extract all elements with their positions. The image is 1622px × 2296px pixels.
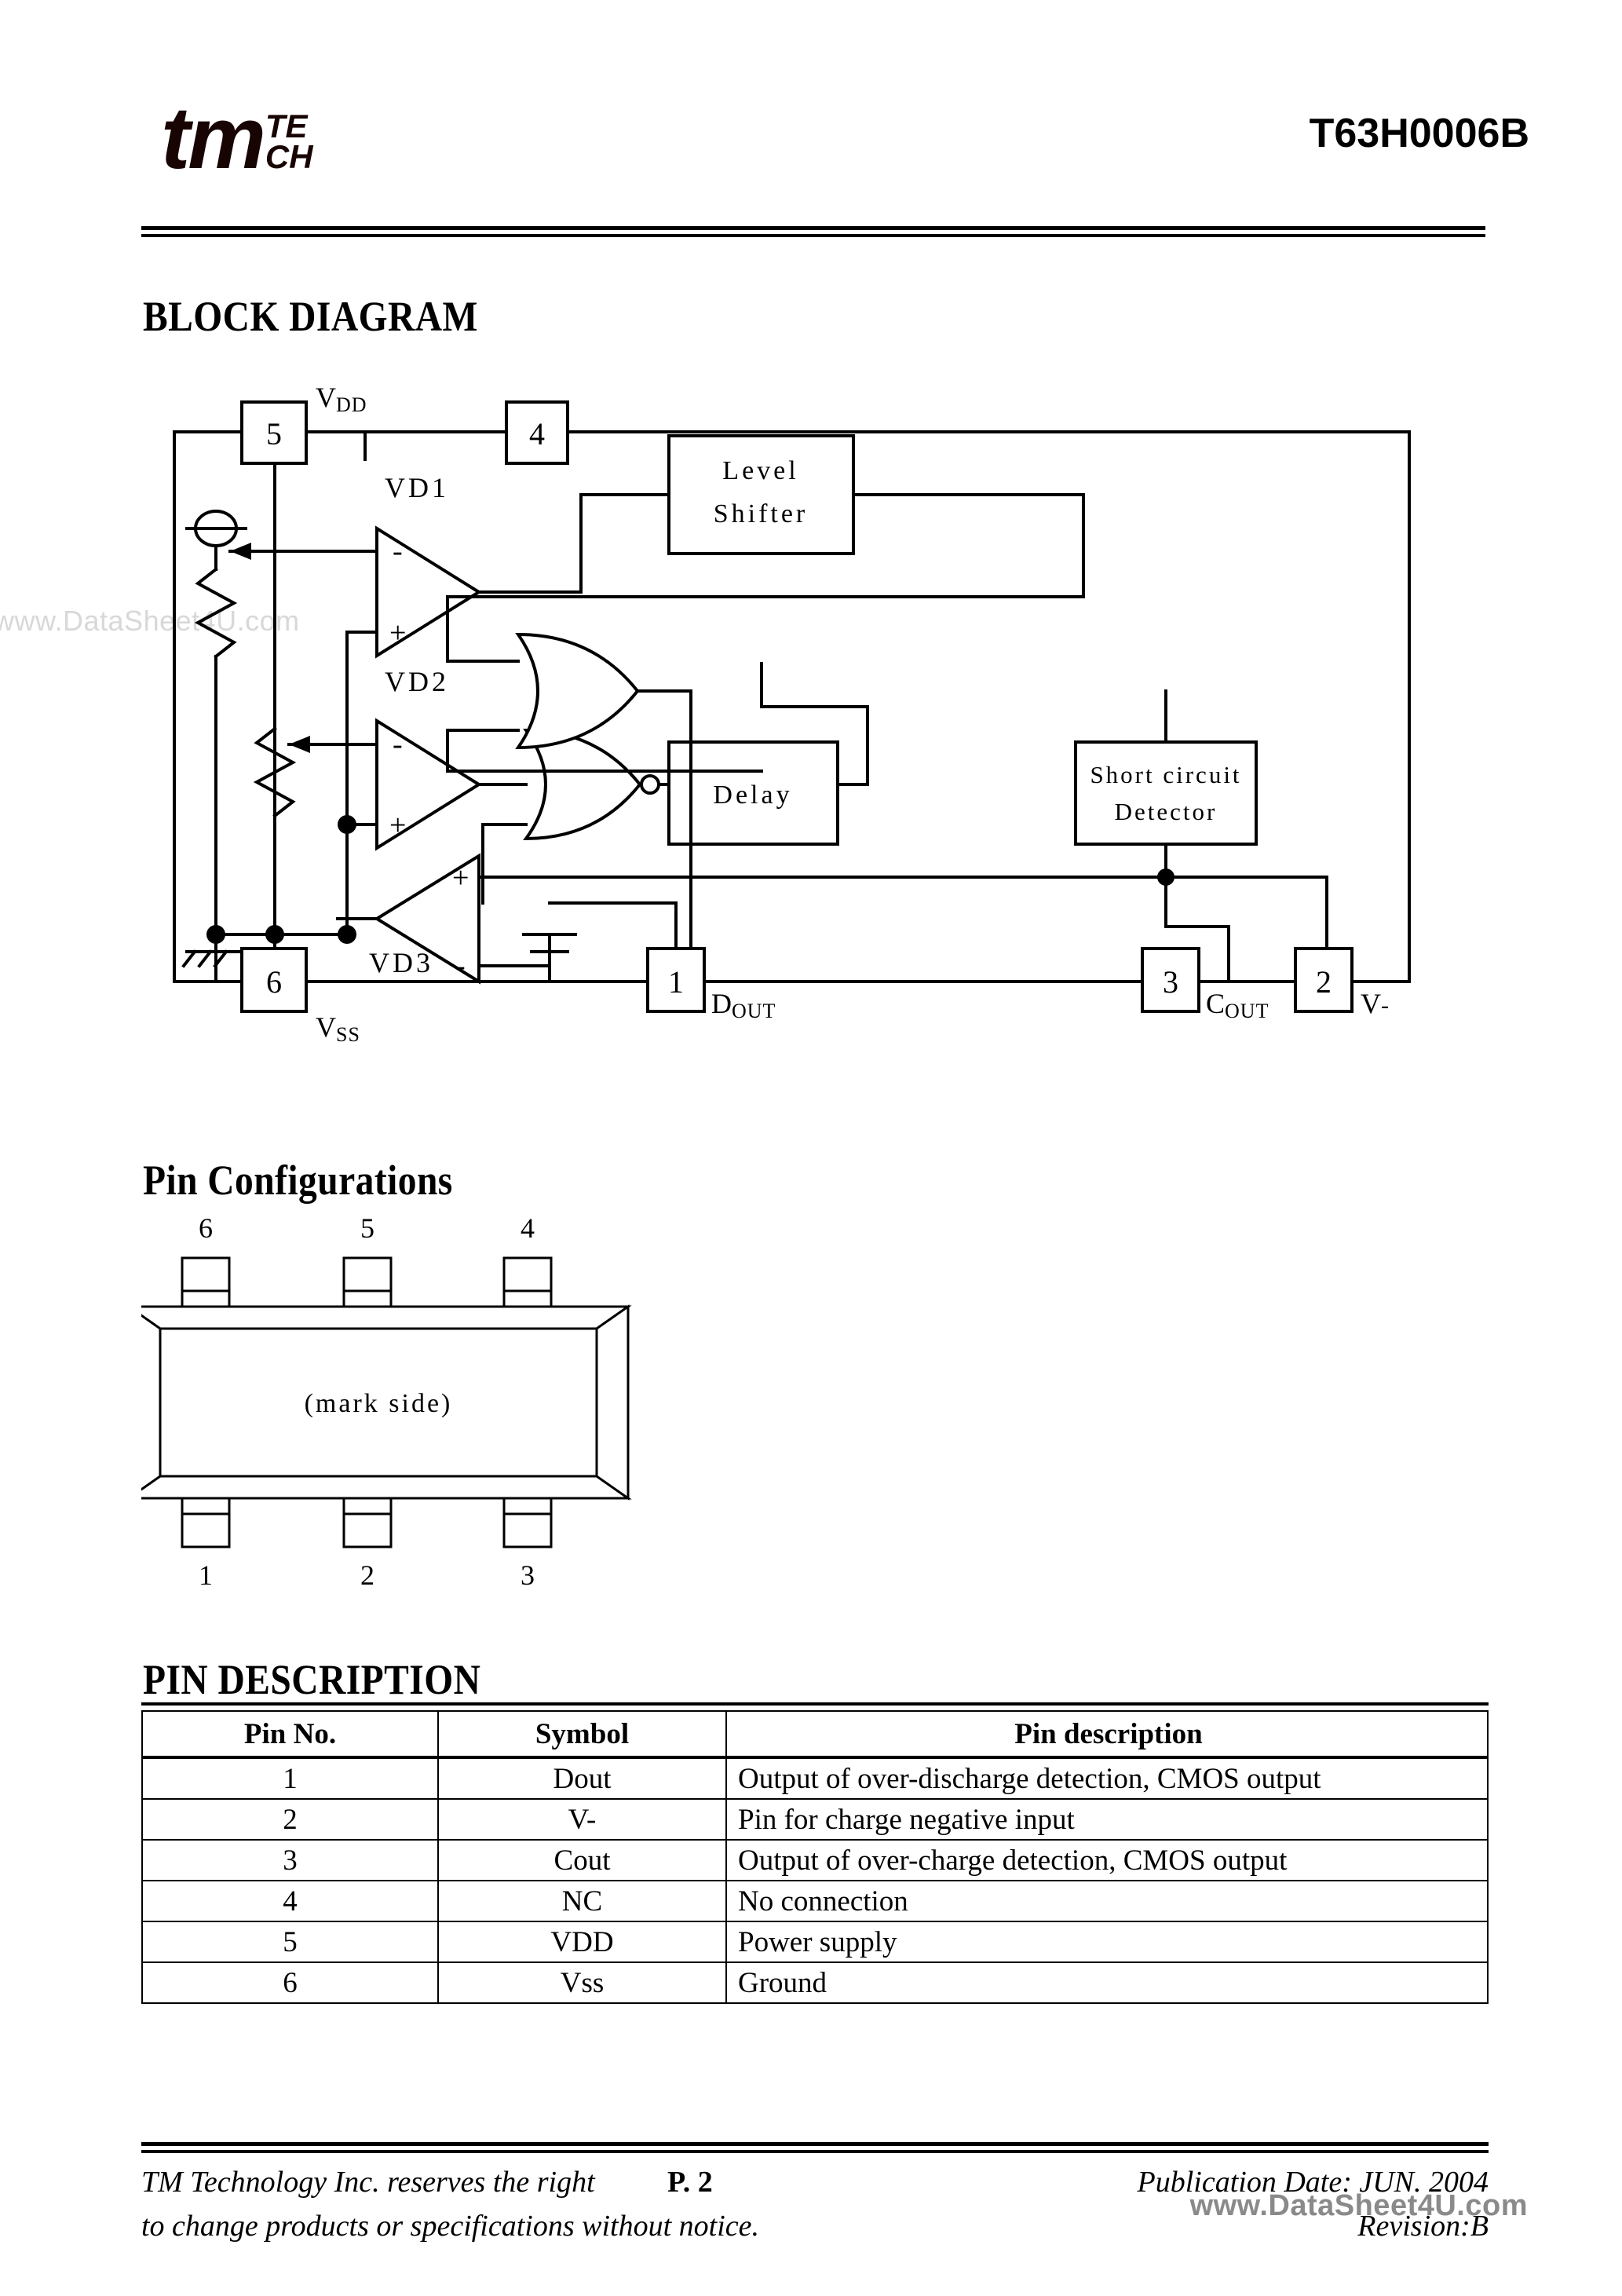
pin-description-table: Pin No. Symbol Pin description 1 Dout Ou… (141, 1710, 1489, 2004)
block-diagram-heading: BLOCK DIAGRAM (143, 293, 478, 340)
bd-pin-6-number: 6 (266, 964, 282, 1000)
bd-label-cout: COUT (1206, 988, 1269, 1022)
cell-pin-no: 2 (141, 1798, 439, 1841)
col-header-pin-description: Pin description (725, 1710, 1489, 1759)
logo-te: TE (265, 108, 308, 144)
bd-label-vd1: VD1 (385, 472, 449, 503)
cell-symbol: NC (437, 1880, 727, 1922)
cell-symbol: Cout (437, 1839, 727, 1881)
cell-symbol: VDD (437, 1921, 727, 1963)
bd-label-vminus: V- (1361, 988, 1389, 1019)
bd-pin-5-number: 5 (266, 416, 282, 452)
cell-symbol: Dout (437, 1757, 727, 1800)
cell-description: Output of over-charge detection, CMOS ou… (725, 1839, 1489, 1881)
footer-revision: Revision:B (1357, 2210, 1489, 2243)
cell-description: Power supply (725, 1921, 1489, 1963)
bd-vd3-minus-sign: - (455, 949, 466, 982)
block-diagram: 5 4 6 1 3 2 VDD VSS DOUT COUT V- VD1 VD2… (141, 385, 1492, 1076)
bd-vd1-minus-sign: - (393, 535, 403, 568)
pkg-bottom-pin-1: 1 (199, 1559, 213, 1591)
col-header-pin-no: Pin No. (141, 1710, 439, 1759)
cell-symbol: Vss (437, 1961, 727, 2004)
bd-vd2-plus-sign: + (389, 809, 406, 842)
bd-pin-2-number: 2 (1316, 964, 1332, 1000)
bd-pin-1-number: 1 (668, 964, 684, 1000)
cell-pin-no: 3 (141, 1839, 439, 1881)
pin-configurations-heading: Pin Configurations (143, 1157, 453, 1204)
bd-pin-3-number: 3 (1163, 964, 1178, 1000)
part-number: T63H0006B (1309, 111, 1529, 156)
table-row: 4 NC No connection (141, 1880, 1489, 1922)
pkg-bottom-pin-2: 2 (360, 1559, 374, 1591)
pkg-mark-side-label: (mark side) (305, 1389, 453, 1418)
cell-description: Output of over-discharge detection, CMOS… (725, 1757, 1489, 1800)
pin-description-heading: PIN DESCRIPTION (143, 1656, 481, 1703)
bd-pin-4-number: 4 (529, 416, 545, 452)
cell-pin-no: 5 (141, 1921, 439, 1963)
bd-label-dout: DOUT (711, 988, 776, 1022)
bd-block-short-circuit-line2: Detector (1115, 798, 1218, 825)
watermark-bottom: www.DataSheet4U.com (1189, 2189, 1528, 2222)
col-header-symbol: Symbol (437, 1710, 727, 1759)
pkg-top-pin-6: 6 (199, 1212, 213, 1244)
bd-vd2-minus-sign: - (393, 728, 403, 761)
header-divider (141, 226, 1485, 237)
footer-divider (141, 2142, 1489, 2153)
table-row: 5 VDD Power supply (141, 1921, 1489, 1963)
bd-label-vd3: VD3 (369, 947, 433, 978)
logo-ch: CH (265, 137, 313, 175)
pkg-top-pin-5: 5 (360, 1212, 374, 1244)
bd-block-delay: Delay (713, 781, 792, 810)
bd-label-vss: VSS (316, 1011, 360, 1046)
table-row: 6 Vss Ground (141, 1961, 1489, 2004)
watermark-left: www.DataSheet4U.com (0, 605, 300, 637)
pin-configuration-drawing: 6 5 4 1 2 3 (mark side) (125, 1209, 926, 1649)
bd-block-level-shifter-line2: Shifter (714, 499, 809, 528)
bd-block-level-shifter-line1: Level (722, 456, 798, 485)
cell-description: Ground (725, 1961, 1489, 2004)
bd-vd1-plus-sign: + (389, 616, 406, 649)
table-header-row: Pin No. Symbol Pin description (141, 1710, 1489, 1759)
cell-pin-no: 1 (141, 1757, 439, 1800)
logo-wordmark: tm (161, 89, 266, 187)
pin-table-top-rule (141, 1702, 1489, 1707)
cell-symbol: V- (437, 1798, 727, 1841)
footer-publication-date: Publication Date: JUN. 2004 (1137, 2166, 1489, 2199)
table-row: 1 Dout Output of over-discharge detectio… (141, 1757, 1489, 1800)
footer-disclaimer-line1: TM Technology Inc. reserves the right (141, 2166, 595, 2199)
footer-page-number: P. 2 (667, 2166, 713, 2199)
cell-description: Pin for charge negative input (725, 1798, 1489, 1841)
table-row: 2 V- Pin for charge negative input (141, 1798, 1489, 1841)
bd-block-short-circuit-line1: Short circuit (1090, 761, 1241, 788)
pkg-top-pin-4: 4 (521, 1212, 535, 1244)
bd-vd3-plus-sign: + (452, 861, 469, 894)
page-footer: TM Technology Inc. reserves the right P.… (141, 2161, 1489, 2249)
cell-pin-no: 6 (141, 1961, 439, 2004)
footer-disclaimer-line2: to change products or specifications wit… (141, 2210, 759, 2243)
cell-pin-no: 4 (141, 1880, 439, 1922)
cell-description: No connection (725, 1880, 1489, 1922)
bd-label-vdd: VDD (316, 385, 367, 416)
table-row: 3 Cout Output of over-charge detection, … (141, 1839, 1489, 1881)
pkg-bottom-pin-3: 3 (521, 1559, 535, 1591)
bd-label-vd2: VD2 (385, 666, 449, 697)
